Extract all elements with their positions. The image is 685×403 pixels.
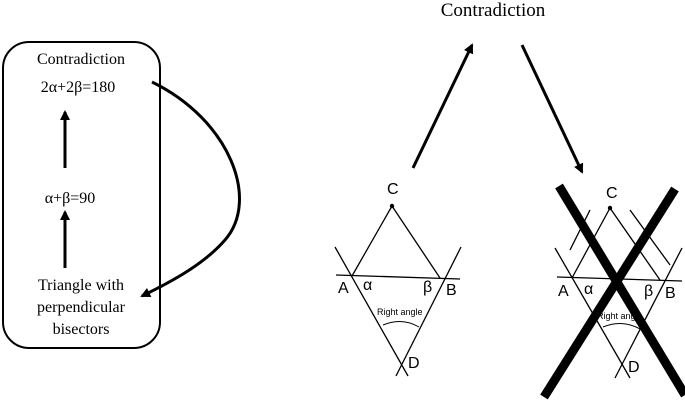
right-label-b: B — [665, 285, 676, 302]
right-geometry-figure: C A B D α β Right angle — [540, 183, 685, 400]
box-contradiction-label: Contradiction — [37, 51, 125, 68]
right-label-beta: β — [644, 283, 653, 300]
logic-box — [2, 41, 161, 349]
right-bisector-b-line — [614, 247, 683, 379]
box-equation-2alpha-2beta: 2α+2β=180 — [41, 79, 116, 96]
right-point-c — [607, 205, 613, 211]
top-contradiction-title: Contradiction — [441, 0, 546, 21]
box-equation-alpha-beta: α+β=90 — [45, 190, 96, 207]
right-label-alpha: α — [584, 281, 593, 298]
box-triangle-line-1: Triangle with — [38, 277, 124, 294]
arrow-to-contradiction — [411, 43, 474, 169]
cross-out-line-2 — [540, 186, 679, 400]
box-triangle-line-3: bisectors — [53, 321, 110, 338]
cross-out-line-1 — [555, 183, 685, 398]
left-right-angle-label: Right angle — [377, 307, 423, 317]
left-label-d: D — [408, 355, 420, 372]
right-label-d: D — [628, 359, 640, 376]
left-label-alpha: α — [363, 277, 372, 294]
left-side-ac — [351, 205, 393, 277]
right-extra-line-1 — [569, 209, 591, 251]
right-side-bc — [609, 207, 661, 281]
left-point-c — [389, 203, 395, 209]
right-extra-line-2 — [629, 209, 671, 266]
right-right-angle-arc — [602, 323, 641, 330]
left-bisector-a-line — [334, 246, 409, 377]
curved-implication-arrow — [140, 80, 241, 298]
left-bisector-b-line — [395, 246, 462, 377]
left-label-beta: β — [423, 279, 432, 296]
left-label-a: A — [338, 280, 349, 297]
right-right-angle-label: Right angle — [597, 311, 643, 321]
arrow-to-crossed-figure — [520, 44, 584, 174]
right-label-c: C — [606, 185, 618, 202]
left-geometry-figure: C A B D α β Right angle — [334, 181, 462, 377]
left-side-bc — [391, 205, 441, 279]
left-base-line-ab — [335, 274, 461, 280]
right-label-a: A — [558, 283, 569, 300]
box-triangle-line-2: perpendicular — [37, 299, 126, 316]
left-label-c: C — [387, 181, 399, 198]
left-label-b: B — [446, 282, 457, 299]
left-right-angle-arc — [382, 321, 420, 328]
